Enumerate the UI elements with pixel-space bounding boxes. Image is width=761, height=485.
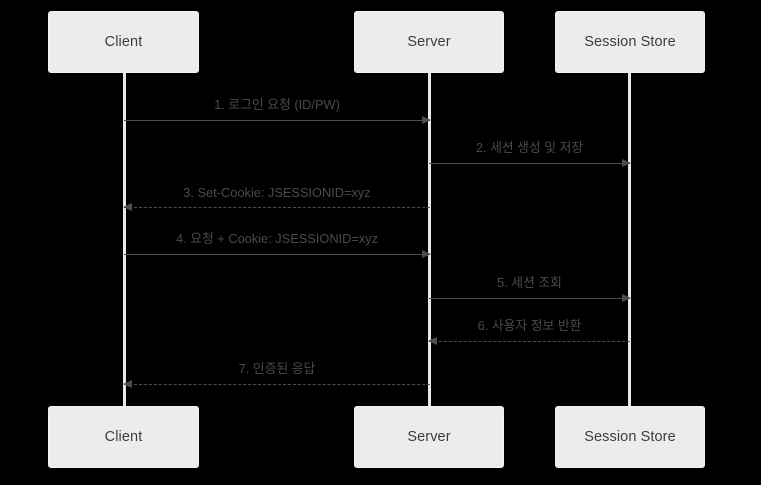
arrowhead-right-icon xyxy=(622,293,631,302)
participant-box-session-store-bottom[interactable]: Session Store xyxy=(555,406,705,468)
participant-box-server-bottom[interactable]: Server xyxy=(354,406,504,468)
message-line-6 xyxy=(429,341,630,342)
message-line-4 xyxy=(124,254,430,255)
message-label-3: 3. Set-Cookie: JSESSIONID=xyz xyxy=(183,185,371,200)
lifeline-session-store xyxy=(628,73,631,406)
arrowhead-left-icon xyxy=(428,336,437,345)
message-line-3 xyxy=(124,207,430,208)
arrowhead-right-icon xyxy=(422,249,431,258)
participant-label-server-bottom: Server xyxy=(407,429,451,445)
message-label-4: 4. 요청 + Cookie: JSESSIONID=xyz xyxy=(175,231,379,246)
participant-label-client-top: Client xyxy=(104,34,143,50)
participant-box-client-bottom[interactable]: Client xyxy=(48,406,199,468)
participant-box-server-top[interactable]: Server xyxy=(354,11,504,73)
message-line-2 xyxy=(429,163,630,164)
participant-box-client-top[interactable]: Client xyxy=(48,11,199,73)
message-line-7 xyxy=(124,384,430,385)
arrowhead-right-icon xyxy=(422,115,431,124)
message-line-5 xyxy=(429,298,630,299)
arrowhead-left-icon xyxy=(123,379,132,388)
message-label-6: 6. 사용자 정보 반환 xyxy=(477,318,582,333)
lifeline-server xyxy=(428,73,431,406)
message-line-1 xyxy=(124,120,430,121)
participant-label-server-top: Server xyxy=(407,34,451,50)
arrowhead-right-icon xyxy=(622,158,631,167)
participant-label-client-bottom: Client xyxy=(104,429,143,445)
message-label-5: 5. 세션 조회 xyxy=(497,275,562,290)
participant-label-session-store-bottom: Session Store xyxy=(584,429,676,445)
message-label-7: 7. 인증된 응답 xyxy=(238,361,316,376)
participant-box-session-store-top[interactable]: Session Store xyxy=(555,11,705,73)
lifeline-client xyxy=(123,73,126,406)
participant-label-session-store-top: Session Store xyxy=(584,34,676,50)
message-label-2: 2. 세션 생성 및 저장 xyxy=(475,140,584,155)
arrowhead-left-icon xyxy=(123,202,132,211)
message-label-1: 1. 로그인 요청 (ID/PW) xyxy=(214,97,340,112)
